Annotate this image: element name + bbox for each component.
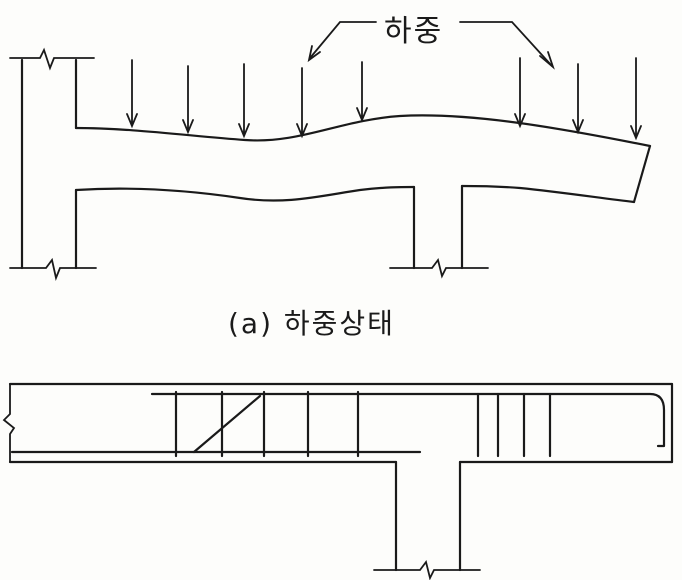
bent-up-bar: [192, 394, 262, 454]
load-label: 하중: [384, 14, 444, 49]
deflected-frame: [9, 47, 652, 282]
load-arrow: [126, 59, 138, 129]
load-arrow: [630, 57, 642, 141]
middle-break-line: [389, 257, 489, 279]
bottom-break-line: [9, 257, 97, 282]
leader-left-head: [307, 45, 321, 63]
load-arrow: [572, 63, 584, 135]
load-arrow: [182, 65, 194, 135]
beam-top-edge: [74, 114, 652, 148]
leader-right: [459, 21, 553, 67]
label-leaders: [307, 21, 555, 70]
leader-right-head: [539, 51, 555, 70]
beam-bottom-left: [74, 185, 416, 202]
leader-left: [309, 21, 377, 59]
top-break-line: [9, 47, 95, 71]
load-arrow: [238, 63, 250, 139]
support-break-line: [373, 559, 481, 580]
reinforcement-detail: [2, 382, 674, 580]
beam-end-edge: [632, 144, 652, 204]
load-arrow: [296, 67, 308, 139]
load-arrow: [356, 61, 368, 123]
figure-caption: (a) 하중상태: [228, 307, 395, 340]
load-arrow: [514, 57, 526, 129]
load-arrows: [126, 57, 642, 141]
beam-bottom-right: [460, 184, 636, 204]
beam-left-break: [2, 383, 16, 463]
top-rebar: [150, 392, 666, 448]
